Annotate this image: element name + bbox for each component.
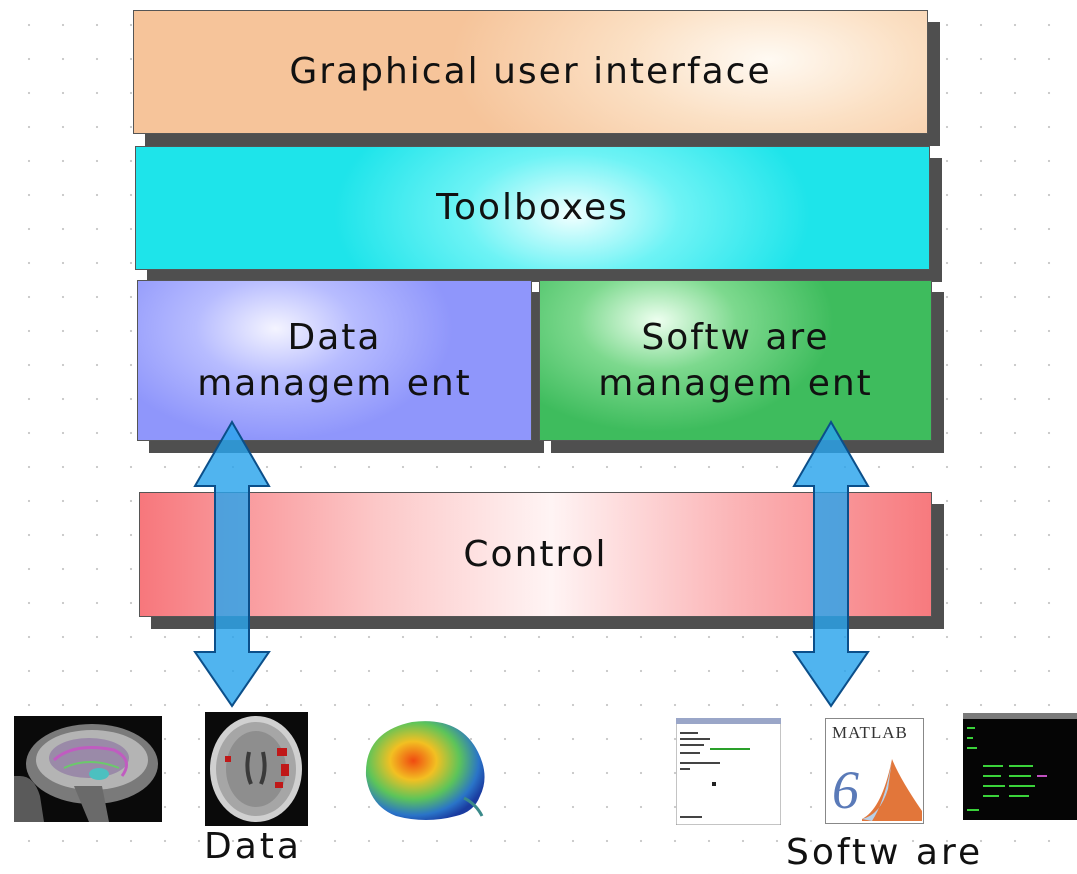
matlab-logo-text: MATLAB xyxy=(832,723,908,742)
software-management-box: Softw are managem ent xyxy=(539,280,932,441)
gui-layer: Graphical user interface xyxy=(133,10,928,134)
data-management-label-line1: Data xyxy=(287,316,382,358)
terminal-screenshot xyxy=(963,713,1077,820)
data-management-label-line2: managem ent xyxy=(197,362,472,404)
software-window-screenshot xyxy=(676,718,781,825)
software-management-label-line1: Softw are xyxy=(641,316,830,358)
control-layer: Control xyxy=(139,492,932,617)
gui-layer-label: Graphical user interface xyxy=(289,51,772,92)
control-layer-label: Control xyxy=(463,533,608,575)
matlab-logo-image: MATLAB 6 xyxy=(825,718,924,824)
toolboxes-layer: Toolboxes xyxy=(135,146,930,270)
brain-axial-mri-image xyxy=(205,712,308,826)
toolboxes-layer-label: Toolboxes xyxy=(436,187,629,228)
brain-sagittal-mri-image xyxy=(14,716,162,822)
data-management-box: Data managem ent xyxy=(137,280,532,441)
matlab-membrane-icon xyxy=(862,759,922,821)
matlab-version-number: 6 xyxy=(832,760,859,820)
software-caption: Softw are xyxy=(786,832,984,873)
data-caption: Data xyxy=(204,826,302,867)
head-surface-map-image xyxy=(365,721,485,820)
software-management-label-line2: managem ent xyxy=(598,362,873,404)
